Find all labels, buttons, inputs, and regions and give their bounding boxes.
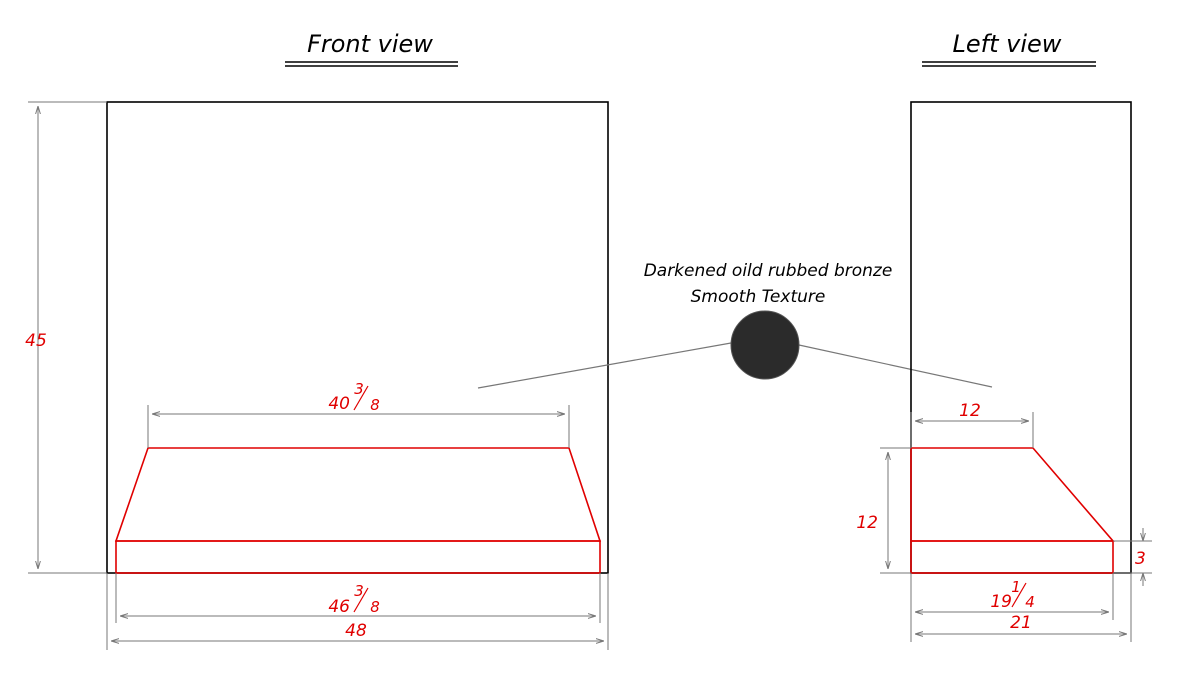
finish-leader-left (798, 344, 993, 388)
top-depth-label: 12 (959, 401, 981, 421)
front-hood-base (115, 540, 601, 574)
hood-height-label: 12 (856, 513, 878, 533)
left-view-title: Left view (953, 30, 1062, 58)
finish-swatch (730, 310, 800, 380)
top-width-dimension-label: 40 3 8 (328, 380, 379, 414)
base-depth-dimension-label: 19 1 4 (990, 578, 1034, 612)
left-hood-taper (910, 447, 1115, 542)
top-width-whole: 40 (328, 394, 350, 414)
overall-width-label: 48 (345, 621, 367, 641)
top-width-fraction-bar (353, 385, 369, 411)
finish-line-2: Smooth Texture (691, 287, 826, 307)
base-height-label: 3 (1135, 549, 1146, 569)
base-depth-whole: 19 (990, 592, 1012, 612)
height-dimension-label: 45 (25, 331, 47, 351)
base-depth-fraction-bar (1011, 582, 1027, 608)
finish-leader-front (477, 342, 732, 389)
base-depth-denominator: 4 (1025, 593, 1035, 611)
base-width-numerator: 3 (354, 582, 364, 600)
front-view-outline (106, 101, 609, 574)
base-width-whole: 46 (328, 597, 350, 617)
base-width-dimension-label: 46 3 8 (328, 582, 379, 617)
left-view-outline (910, 101, 1132, 574)
finish-line-1: Darkened oild rubbed bronze (644, 261, 893, 281)
front-view-title: Front view (307, 30, 433, 58)
top-width-denominator: 8 (370, 396, 380, 414)
base-width-denominator: 8 (370, 598, 380, 616)
left-hood-base (910, 540, 1114, 574)
base-depth-numerator: 1 (1011, 578, 1021, 596)
base-width-fraction-bar (353, 587, 369, 613)
top-width-numerator: 3 (354, 380, 364, 398)
front-hood-taper (114, 447, 602, 542)
overall-depth-label: 21 (1010, 613, 1032, 633)
